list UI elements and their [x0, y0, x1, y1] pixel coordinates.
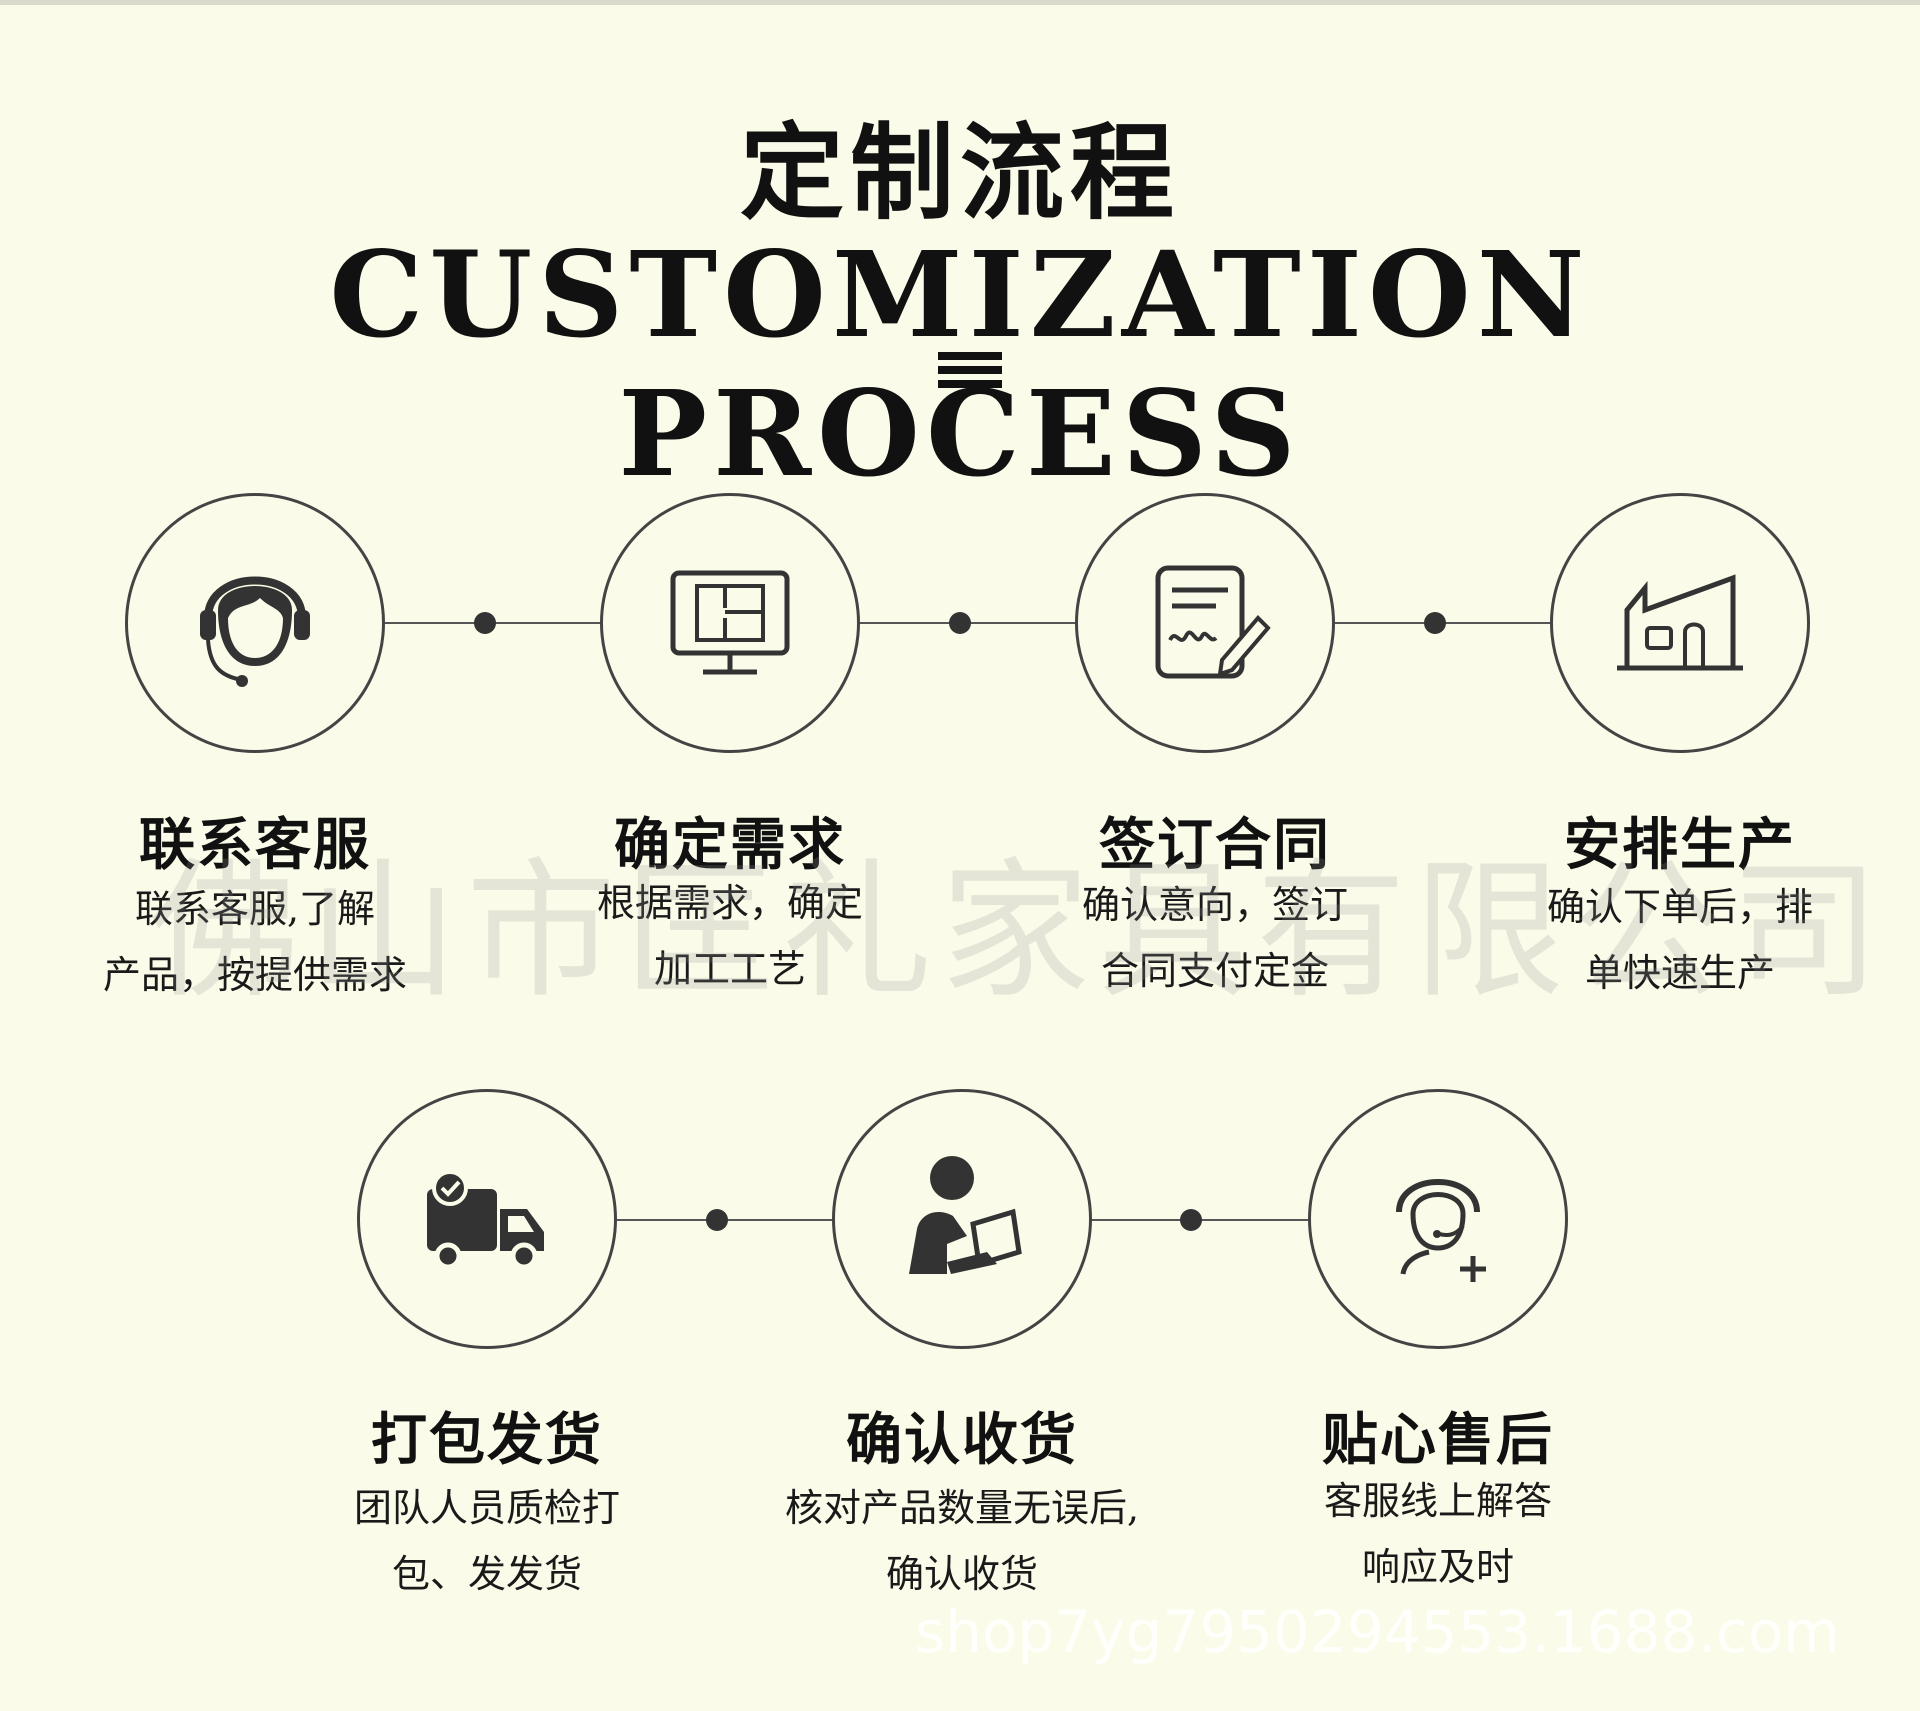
step-3-title: 签订合同	[1099, 812, 1331, 878]
top-divider-line	[0, 0, 1920, 5]
shop-url-watermark: shop7yg7950294553.1688.com	[915, 1598, 1840, 1666]
person-signing-icon	[909, 1156, 1022, 1274]
step-7-desc-line-2: 响应及时	[1361, 1545, 1514, 1589]
connector-dot	[1424, 612, 1446, 634]
step-5-title: 打包发货	[371, 1407, 603, 1473]
step-1-desc-line-2: 产品，按提供需求	[102, 953, 407, 997]
monitor-floorplan-icon	[670, 570, 790, 675]
step-1-description: 联系客服,了解 产品，按提供需求	[55, 876, 455, 1008]
factory-icon	[1617, 574, 1743, 671]
step-7-title: 贴心售后	[1322, 1407, 1554, 1473]
step-1-circle	[125, 493, 385, 753]
step-4-desc-line-2: 单快速生产	[1584, 951, 1775, 995]
step-6-desc-line-2: 确认收货	[885, 1552, 1038, 1596]
step-5-desc-line-1: 团队人员质检打	[353, 1486, 620, 1530]
step-5-circle	[357, 1089, 617, 1349]
step-5-description: 团队人员质检打 包、发发货	[287, 1475, 687, 1607]
step-6-description: 核对产品数量无误后, 确认收货	[742, 1475, 1182, 1607]
connector-dot	[949, 612, 971, 634]
step-4-desc-line-1: 确认下单后，排	[1546, 885, 1813, 929]
step-7-circle	[1308, 1089, 1568, 1349]
step-2-description: 根据需求，确定 加工工艺	[530, 870, 930, 1002]
step-1-title: 联系客服	[139, 812, 371, 878]
step-3-desc-line-2: 合同支付定金	[1100, 949, 1329, 993]
step-3-desc-line-1: 确认意向，签订	[1081, 883, 1348, 927]
step-4-description: 确认下单后，排 单快速生产	[1480, 874, 1880, 1006]
step-6-title: 确认收货	[846, 1407, 1078, 1473]
step-6-circle	[832, 1089, 1092, 1349]
support-agent-plus-icon	[1396, 1179, 1486, 1282]
connector-dot	[474, 612, 496, 634]
connector-dot	[1180, 1209, 1202, 1231]
step-2-desc-line-1: 根据需求，确定	[596, 881, 863, 925]
step-1-desc-line-1: 联系客服,了解	[134, 887, 376, 931]
step-6-desc-line-1: 核对产品数量无误后,	[784, 1486, 1140, 1530]
step-7-desc-line-1: 客服线上解答	[1323, 1479, 1552, 1523]
step-4-circle	[1550, 493, 1810, 753]
delivery-truck-icon	[427, 1170, 544, 1270]
step-4-title: 安排生产	[1564, 812, 1796, 878]
step-2-desc-line-2: 加工工艺	[653, 947, 806, 991]
step-3-circle	[1075, 493, 1335, 753]
step-7-description: 客服线上解答 响应及时	[1238, 1468, 1638, 1600]
step-2-title: 确定需求	[614, 812, 846, 878]
connector-dot	[706, 1209, 728, 1231]
menu-lines-icon	[938, 352, 1002, 400]
page-title-chinese: 定制流程	[739, 111, 1180, 234]
step-3-description: 确认意向，签订 合同支付定金	[1015, 872, 1415, 1004]
step-2-circle	[600, 493, 860, 753]
headset-agent-icon	[200, 576, 310, 687]
step-5-desc-line-2: 包、发发货	[391, 1552, 582, 1596]
contract-sign-icon	[1155, 565, 1271, 679]
